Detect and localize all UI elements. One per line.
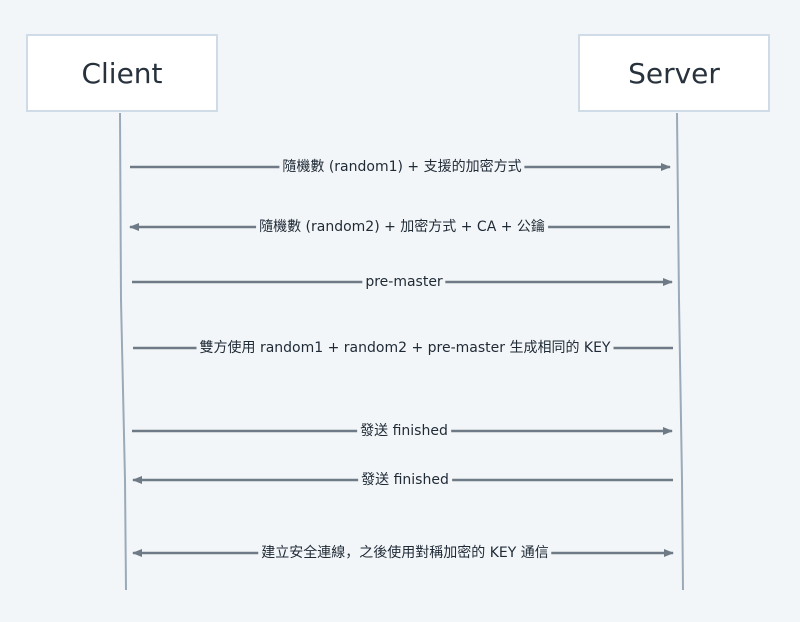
message-label-2: 隨機數 (random2) + 加密方式 + CA + 公鑰 (256, 218, 548, 236)
client-label: Client (81, 56, 163, 90)
message-label-3: pre-master (362, 273, 446, 291)
message-label-4: 雙方使用 random1 + random2 + pre-master 生成相同… (196, 339, 614, 357)
server-label: Server (628, 56, 720, 90)
client-actor-box: Client (26, 34, 218, 112)
client-lifeline (119, 112, 127, 591)
server-actor-box: Server (578, 34, 770, 112)
message-label-7: 建立安全連線，之後使用對稱加密的 KEY 通信 (258, 544, 552, 562)
message-label-5: 發送 finished (357, 422, 451, 440)
message-label-1: 隨機數 (random1) + 支援的加密方式 (279, 158, 525, 176)
server-lifeline (676, 112, 684, 591)
message-label-6: 發送 finished (358, 471, 452, 489)
